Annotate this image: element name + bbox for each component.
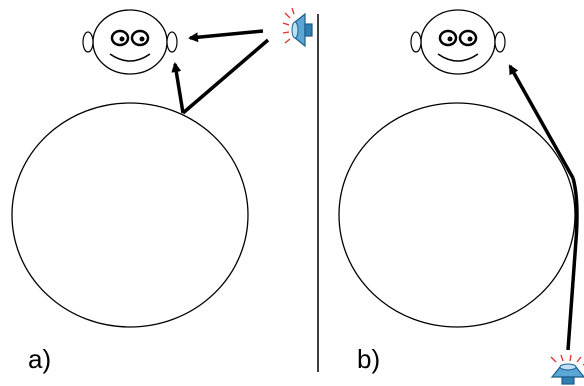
panel-b: b) xyxy=(338,9,584,385)
creeping-wave-line xyxy=(566,177,579,351)
smiley-face-icon xyxy=(82,9,178,75)
diffracted-sound-arrow xyxy=(171,62,185,114)
speaker-icon xyxy=(550,354,584,385)
direct-sound-arrow xyxy=(188,29,264,43)
panel-label-a: a) xyxy=(28,344,51,374)
panel-label-b: b) xyxy=(357,344,380,374)
panel-a: a) xyxy=(11,7,313,374)
creeping-wave-arrow xyxy=(508,64,575,179)
speaker-icon xyxy=(282,7,313,48)
obstacle-circle-a xyxy=(11,102,249,328)
smiley-face-icon xyxy=(410,9,506,75)
path-to-edge-line xyxy=(181,38,270,115)
obstacle-circle-b xyxy=(338,102,576,328)
